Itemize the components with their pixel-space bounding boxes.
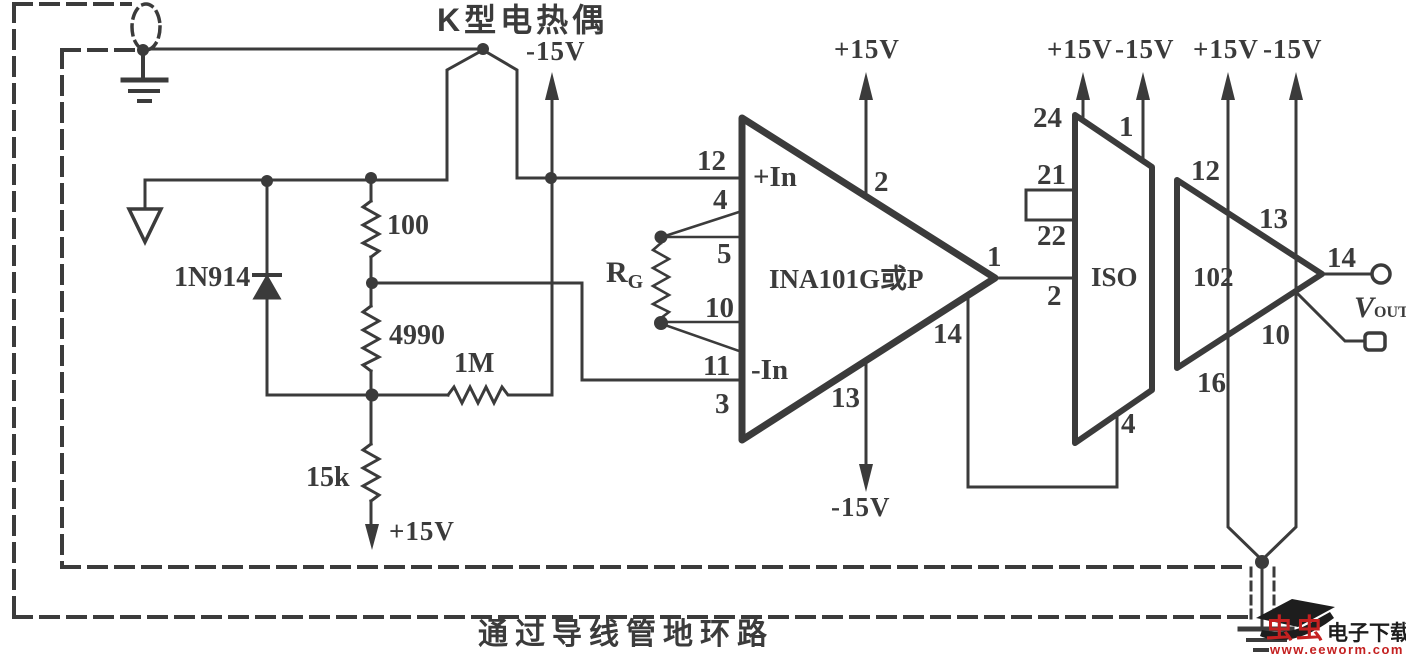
amp1-pin4: 4 bbox=[713, 184, 728, 216]
watermark-site-url: www.eeworm.com bbox=[1270, 642, 1404, 657]
amp2-pos15-label: +15V bbox=[1193, 34, 1259, 64]
iso-pin24: 24 bbox=[1033, 102, 1062, 134]
amp1-minus-in: -In bbox=[751, 354, 789, 386]
thermo-neg15-label: -15V bbox=[526, 36, 586, 66]
r100-label: 100 bbox=[387, 210, 429, 241]
amp1-pin12: 12 bbox=[697, 145, 726, 177]
amp2-pin14: 14 bbox=[1327, 242, 1356, 274]
amp2-pin12: 12 bbox=[1191, 155, 1220, 187]
junction-dots bbox=[137, 43, 1269, 569]
arrow-down-r15k-pos15 bbox=[365, 524, 379, 550]
arrow-up-iso-neg15 bbox=[1136, 72, 1150, 100]
resistor-100 bbox=[359, 198, 383, 260]
rg-label: RG bbox=[606, 256, 644, 293]
arrow-up-amp2-neg15 bbox=[1289, 72, 1303, 100]
resistor-ladder bbox=[359, 176, 383, 526]
thermocouple-label: K型电热偶 bbox=[437, 2, 609, 38]
iso-pos15-label: +15V bbox=[1047, 34, 1113, 64]
minus-in-wire bbox=[370, 281, 744, 382]
diode-1n914 bbox=[252, 179, 282, 397]
iso-neg15-label: -15V bbox=[1115, 34, 1175, 64]
iso-name: ISO bbox=[1091, 262, 1138, 292]
output-terminals bbox=[1363, 263, 1392, 352]
arrow-up-thermo-neg15 bbox=[545, 72, 559, 100]
amp1-pin2: 2 bbox=[874, 166, 889, 198]
arrow-down-amp1-neg15 bbox=[859, 464, 873, 492]
amp2-pin13: 13 bbox=[1259, 203, 1288, 235]
amp1-plus-in: +In bbox=[753, 161, 797, 193]
resistor-15k bbox=[359, 441, 383, 504]
vout-terminal-square bbox=[1363, 331, 1387, 352]
r1m-label: 1M bbox=[454, 348, 495, 379]
amp2-name: 102 bbox=[1193, 262, 1234, 292]
iso-pin22: 22 bbox=[1037, 220, 1066, 252]
amp-102 bbox=[1174, 177, 1325, 371]
iso-pin4: 4 bbox=[1121, 408, 1136, 440]
resistor-1m-branch bbox=[265, 96, 554, 407]
conduit-loop-ellipse bbox=[130, 2, 162, 52]
ina101-supply-stems bbox=[864, 96, 1119, 489]
vout-label-v: V bbox=[1354, 291, 1375, 324]
enclosure-dashed-borders bbox=[12, 2, 1248, 619]
amp1-pin3: 3 bbox=[715, 388, 730, 420]
rg-label-sub: G bbox=[627, 271, 644, 293]
amp1-pin1: 1 bbox=[987, 241, 1002, 273]
r15k-pos15-label: +15V bbox=[389, 516, 455, 546]
amp-102-wiring bbox=[1226, 96, 1374, 563]
iso-pin2: 2 bbox=[1047, 280, 1062, 312]
rg-label-main: R bbox=[606, 256, 628, 289]
bottom-note: 通过导线管地环路 bbox=[478, 618, 774, 651]
resistor-rg bbox=[650, 241, 672, 320]
iso-wiring bbox=[1024, 96, 1145, 222]
diode-label: 1N914 bbox=[174, 262, 251, 293]
amp1-name: INA101G或P bbox=[769, 264, 924, 294]
vout-label: VOUT bbox=[1354, 293, 1406, 323]
amp1-neg15-label: -15V bbox=[831, 492, 891, 522]
amp1-pin5: 5 bbox=[717, 238, 732, 270]
vout-label-sub: OUT bbox=[1374, 304, 1406, 321]
amp2-neg15-label: -15V bbox=[1263, 34, 1323, 64]
watermark-site-name: 电子下载站 bbox=[1327, 622, 1406, 645]
iso-pin21: 21 bbox=[1037, 159, 1066, 191]
amp2-pin10: 10 bbox=[1261, 319, 1290, 351]
arrow-up-amp1-pos15 bbox=[859, 72, 873, 100]
arrow-up-iso-pos15 bbox=[1076, 72, 1090, 100]
rg-network bbox=[650, 209, 744, 354]
earth-ground-symbol bbox=[120, 48, 169, 103]
iso-amplifier bbox=[1072, 112, 1155, 446]
ina101-amplifier bbox=[738, 114, 999, 444]
amp1-pin13: 13 bbox=[831, 382, 860, 414]
amp2-pin16: 16 bbox=[1197, 367, 1226, 399]
thermocouple-junction bbox=[143, 47, 744, 182]
amp1-pos15-label: +15V bbox=[834, 34, 900, 64]
vout-terminal-circle bbox=[1370, 263, 1392, 285]
iso-pin1: 1 bbox=[1119, 111, 1134, 143]
r15k-label: 15k bbox=[306, 462, 350, 493]
watermark-logo-icon bbox=[1256, 599, 1335, 640]
resistor-1m bbox=[445, 383, 514, 407]
amp1-pin11: 11 bbox=[703, 350, 731, 382]
amp1-pin14: 14 bbox=[933, 318, 962, 350]
amp1-pin10: 10 bbox=[705, 292, 734, 324]
resistor-4990 bbox=[359, 303, 383, 374]
arrow-up-amp2-pos15 bbox=[1221, 72, 1235, 100]
supply-arrows bbox=[365, 72, 1303, 550]
watermark-logo-text: 虫虫 bbox=[1266, 614, 1326, 644]
input-ground-arrow bbox=[126, 178, 164, 247]
r4990-label: 4990 bbox=[389, 320, 445, 351]
